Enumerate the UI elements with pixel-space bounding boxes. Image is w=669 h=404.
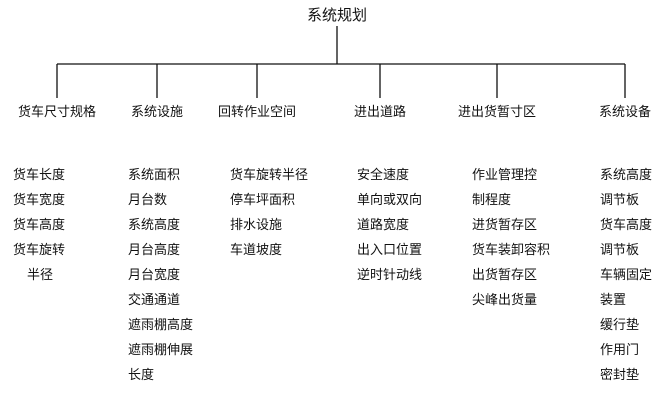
branch-title-4: 进出道路 — [353, 105, 407, 120]
branch-2-item: 月台宽度 — [128, 268, 181, 283]
branch-4-item: 道路宽度 — [357, 218, 410, 233]
branch-2-item: 月台数 — [128, 193, 168, 208]
branch-1-item: 货车宽度 — [13, 193, 66, 208]
branch-2-item: 月台高度 — [128, 243, 181, 258]
branch-3-item: 车道坡度 — [230, 243, 283, 258]
branch-4-item: 安全速度 — [357, 168, 410, 183]
branch-title-2: 系统设施 — [130, 105, 184, 120]
branch-2-item: 遮雨棚高度 — [128, 318, 194, 333]
branch-6-item: 缓行垫 — [600, 318, 640, 333]
branch-4-item: 逆时针动线 — [357, 268, 423, 283]
branch-1-item: 货车旋转 — [13, 243, 66, 258]
branch-title-3: 回转作业空间 — [217, 105, 297, 120]
branch-6-item: 调节板 — [600, 193, 640, 208]
branch-6-item: 装置 — [600, 293, 627, 308]
branch-3-item: 排水设施 — [230, 218, 283, 233]
branch-6-item: 车辆固定 — [600, 268, 653, 283]
branch-5-item: 进货暂存区 — [472, 218, 538, 233]
branch-5-item: 作业管理控 — [472, 168, 538, 183]
branch-2-item: 系统面积 — [128, 168, 181, 183]
branch-6-item: 调节板 — [600, 243, 640, 258]
branch-5-item: 尖峰出货量 — [472, 293, 538, 308]
branch-6-item: 货车高度 — [600, 218, 653, 233]
branch-4-item: 单向或双向 — [357, 193, 423, 208]
branch-4-item: 出入口位置 — [357, 243, 423, 258]
branch-6-item: 作用门 — [600, 343, 640, 358]
branch-5-item: 货车装卸容积 — [472, 243, 551, 258]
branch-3-item: 货车旋转半径 — [230, 168, 309, 183]
branch-6-item: 密封垫 — [600, 368, 640, 383]
branch-3-item: 停车坪面积 — [230, 193, 296, 208]
branch-1-item: 货车长度 — [13, 168, 66, 183]
branch-2-item: 遮雨棚伸展 — [128, 343, 194, 358]
branch-title-6: 系统设备 — [598, 105, 652, 120]
branch-2-item: 交通通道 — [128, 293, 181, 308]
branch-6-item: 系统高度 — [600, 168, 653, 183]
branch-5-item: 制程度 — [472, 193, 512, 208]
root-node: 系统规划 — [306, 6, 368, 24]
branch-title-1: 货车尺寸规格 — [17, 105, 97, 120]
branch-2-item: 长度 — [128, 368, 155, 383]
branch-5-item: 出货暂存区 — [472, 268, 538, 283]
branch-1-item: 货车高度 — [13, 218, 66, 233]
branch-2-item: 系统高度 — [128, 218, 181, 233]
branch-title-5: 进出货暂寸区 — [457, 105, 537, 120]
branch-1-item: 半径 — [27, 268, 54, 283]
